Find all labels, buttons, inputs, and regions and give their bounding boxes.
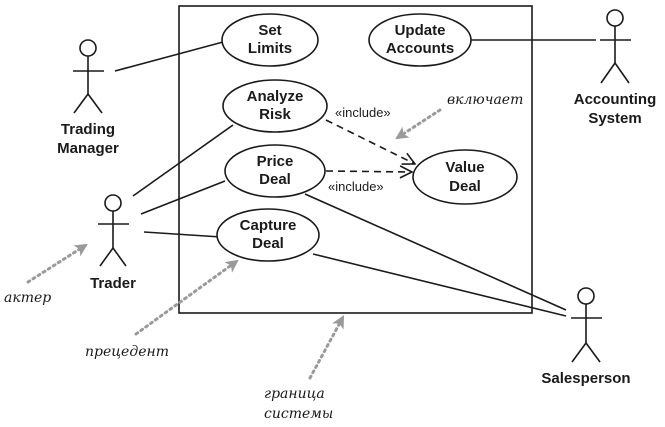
use-case-label: Deal: [449, 178, 481, 195]
use-case-label: Limits: [248, 40, 292, 57]
stick-figure-icon: [73, 39, 104, 114]
use-case-price-deal: Price Deal: [224, 144, 326, 198]
note-system-boundary: граница: [264, 386, 325, 402]
stick-figure-icon: [571, 287, 602, 363]
actor-trading-manager: Trading Manager: [57, 39, 119, 157]
use-case-label: Deal: [252, 235, 284, 252]
pointer-actor: [26, 243, 88, 284]
include-label-2: «include»: [328, 179, 384, 194]
pointer-use-case: [134, 259, 239, 336]
include-arrow-price-deal: [325, 171, 412, 172]
use-case-set-limits: Set Limits: [221, 13, 319, 67]
actor-trader: Trader: [90, 194, 136, 292]
use-case-capture-deal: Capture Deal: [216, 208, 320, 262]
assoc-trading-manager-set-limits: [114, 41, 224, 72]
use-case-label: Value: [445, 159, 484, 176]
actor-label: Trader: [90, 275, 136, 292]
note-actor: актер: [4, 290, 51, 306]
actor-salesperson: Salesperson: [541, 287, 631, 387]
pointer-system-boundary: [308, 315, 345, 380]
assoc-trader-capture-deal: [143, 231, 222, 238]
include-label-1: «include»: [335, 105, 391, 120]
use-case-analyze-risk: Analyze Risk: [222, 79, 328, 133]
pointer-includes: [395, 108, 442, 140]
use-case-label: Risk: [259, 106, 291, 123]
use-case-label: Deal: [259, 171, 291, 188]
actor-label: Trading: [61, 121, 115, 138]
actor-label: Manager: [57, 140, 119, 157]
note-includes: включает: [447, 92, 523, 108]
note-use-case: прецедент: [85, 344, 169, 360]
note-system-boundary: системы: [264, 406, 333, 422]
stick-figure-icon: [98, 194, 129, 267]
use-case-label: Capture: [240, 217, 297, 234]
include-arrow-analyze-risk: [325, 119, 415, 164]
actor-label: Accounting: [574, 91, 657, 108]
actor-accounting-system: Accounting System: [574, 9, 657, 127]
assoc-salesperson-capture-deal: [312, 253, 567, 317]
use-case-label: Update: [395, 22, 446, 39]
system-boundary: [178, 5, 533, 314]
use-case-label: Price: [257, 153, 294, 170]
use-case-label: Analyze: [247, 88, 304, 105]
assoc-salesperson-price-deal: [304, 193, 567, 311]
assoc-trader-price-deal: [140, 180, 226, 215]
stick-figure-icon: [600, 9, 631, 84]
actor-label: System: [588, 110, 641, 127]
use-case-value-deal: Value Deal: [412, 149, 518, 205]
assoc-trader-analyze-risk: [132, 124, 234, 197]
actor-label: Salesperson: [541, 370, 630, 387]
use-case-update-accounts: Update Accounts: [368, 13, 472, 67]
use-case-label: Set: [258, 22, 281, 39]
use-case-label: Accounts: [386, 40, 454, 57]
